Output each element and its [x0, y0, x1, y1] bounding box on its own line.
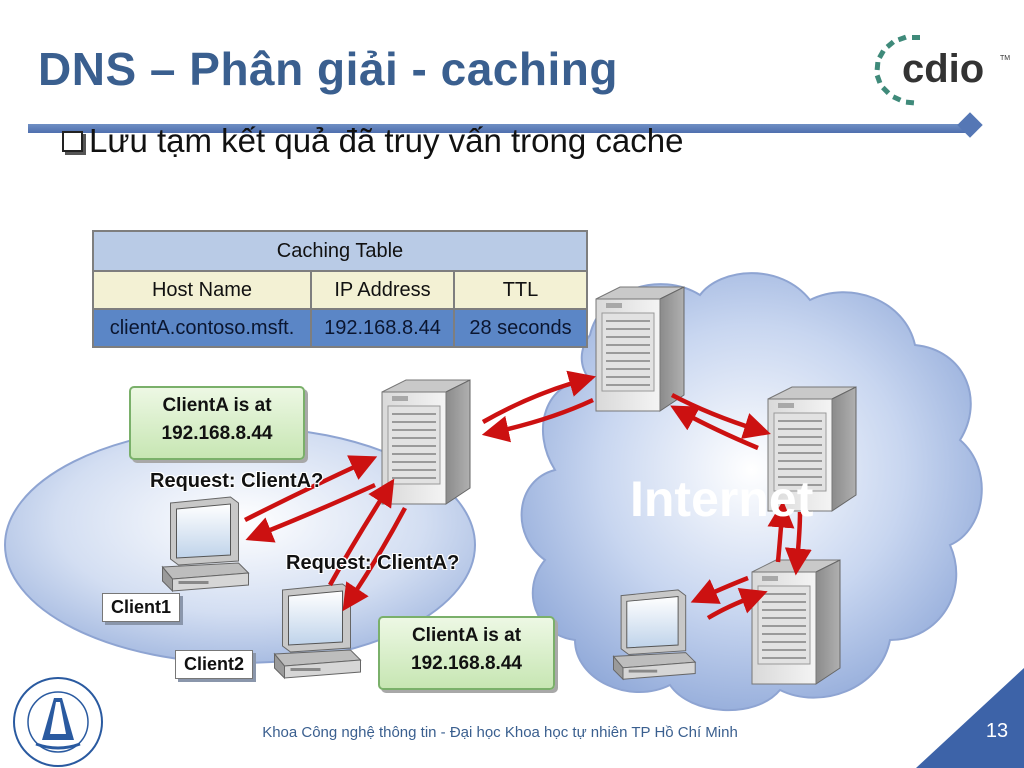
- cdio-logo: cdio TM: [864, 30, 1014, 110]
- request-label-1: Request: ClientA?: [150, 470, 324, 492]
- arrow-auth-to-client: [690, 575, 749, 604]
- arrow-tld-to-auth: [784, 511, 812, 576]
- answer-bottom-line2: 192.168.8.44: [411, 653, 522, 674]
- arrow-auth-to-tld: [767, 500, 795, 563]
- cell-ip-address: 192.168.8.44: [310, 308, 455, 348]
- answer-top-line2: 192.168.8.44: [161, 423, 273, 444]
- footer-text: Khoa Công nghệ thông tin - Đại học Khoa …: [262, 724, 738, 741]
- page-number: 13: [985, 720, 1009, 742]
- arrow-tld-to-root: [670, 405, 759, 451]
- internet-label: Internet: [630, 471, 814, 527]
- svg-text:TM: TM: [1000, 55, 1010, 62]
- bullet-item: Lưu tạm kết quả đã truy vấn trong cache: [62, 122, 683, 160]
- arrow-root-to-dns: [481, 397, 594, 443]
- arrow-dns-to-client1: [245, 482, 376, 543]
- column-header-host-name: Host Name: [92, 270, 312, 310]
- arrow-client1-to-dns: [243, 455, 378, 523]
- university-seal: [13, 677, 103, 767]
- arrow-dns-to-client2: [342, 506, 407, 612]
- slide-title: DNS – Phân giải - caching: [38, 43, 618, 95]
- cell-host-name: clientA.contoso.msft.: [92, 308, 312, 348]
- cell-ttl: 28 seconds: [453, 308, 588, 348]
- client2-label: Client2: [175, 650, 254, 679]
- column-header-ttl: TTL: [453, 270, 588, 310]
- svg-text:cdio: cdio: [902, 47, 984, 91]
- column-header-ip-address: IP Address: [310, 270, 455, 310]
- caching-table-title: Caching Table: [92, 230, 588, 272]
- request-label-2: Request: ClientA?: [286, 552, 460, 574]
- arrow-root-to-tld: [670, 393, 771, 439]
- arrow-client2-to-dns: [328, 478, 395, 587]
- bullet-text: Lưu tạm kết quả đã truy vấn trong cache: [89, 122, 684, 159]
- checkbox-bullet-icon: [62, 130, 83, 152]
- footer-corner: [916, 668, 1024, 768]
- answer-box-top: ClientA is at 192.168.8.44: [129, 386, 305, 460]
- answer-top-line1: ClientA is at: [162, 395, 272, 416]
- caching-table: Caching Table Host Name IP Address TTL c…: [92, 230, 588, 348]
- arrow-client-to-auth: [706, 588, 768, 620]
- title-rule: [28, 124, 968, 133]
- answer-box-bottom: ClientA is at 192.168.8.44: [378, 616, 555, 690]
- answer-bottom-line1: ClientA is at: [411, 625, 522, 646]
- client1-label: Client1: [102, 593, 181, 622]
